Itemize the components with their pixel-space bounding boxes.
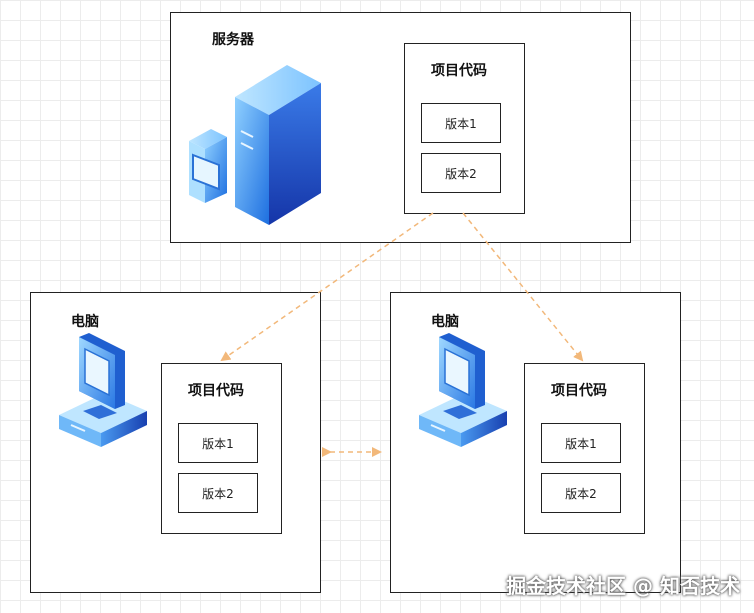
server-code-box: 项目代码 版本1 版本2 xyxy=(404,43,525,214)
arrow-server-to-pc-left xyxy=(220,212,434,362)
pc-left-container: 电脑 项目代码 版本1 版本2 xyxy=(30,292,321,593)
arrow-server-to-pc-right xyxy=(462,212,584,362)
server-version-2: 版本2 xyxy=(421,153,501,193)
server-version-1: 版本1 xyxy=(421,103,501,143)
pc-left-version-2: 版本2 xyxy=(178,473,258,513)
pc-right-version-1: 版本1 xyxy=(541,423,621,463)
pc-left-title: 电脑 xyxy=(71,314,99,330)
pc-left-version-1: 版本1 xyxy=(178,423,258,463)
server-code-title: 项目代码 xyxy=(431,63,487,79)
server-icon xyxy=(189,65,321,225)
pc-right-code-title: 项目代码 xyxy=(551,383,607,399)
server-title: 服务器 xyxy=(212,32,254,48)
computer-icon xyxy=(59,333,147,447)
pc-right-version-2: 版本2 xyxy=(541,473,621,513)
pc-right-code-box: 项目代码 版本1 版本2 xyxy=(524,363,645,534)
pc-left-code-title: 项目代码 xyxy=(188,383,244,399)
server-container: 服务器 项目代码 版本1 版本2 xyxy=(170,12,631,243)
computer-icon xyxy=(419,333,507,447)
pc-right-title: 电脑 xyxy=(431,314,459,330)
pc-right-container: 电脑 项目代码 版本1 版本2 xyxy=(390,292,681,593)
pc-left-code-box: 项目代码 版本1 版本2 xyxy=(161,363,282,534)
watermark: 掘金技术社区 @ 知否技术 xyxy=(506,574,740,598)
